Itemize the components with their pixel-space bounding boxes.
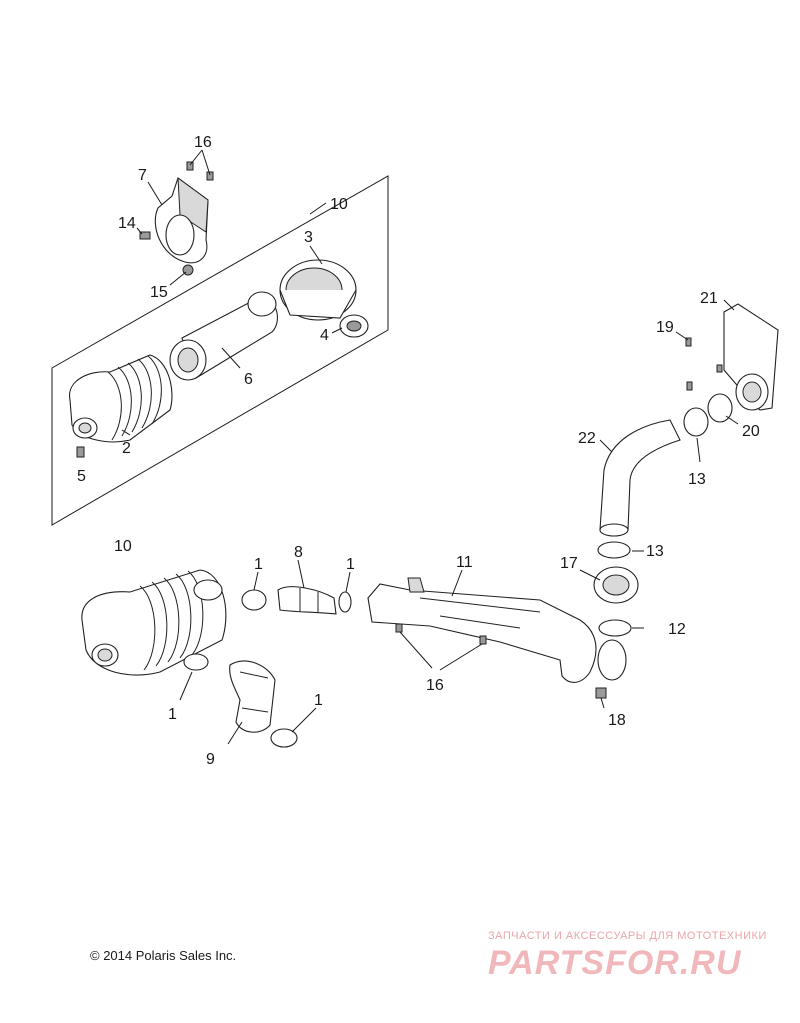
callout-17: 17 xyxy=(560,555,578,572)
part-7-bracket xyxy=(154,176,209,264)
callout-7: 7 xyxy=(138,167,147,184)
callout-3: 3 xyxy=(304,229,313,246)
callout-1-c: 1 xyxy=(168,706,177,723)
part-20-clamp xyxy=(707,393,733,423)
callout-11: 11 xyxy=(456,554,473,571)
callout-9: 9 xyxy=(206,751,215,768)
part-10-airbox-assembly xyxy=(81,569,227,676)
callout-14: 14 xyxy=(118,215,136,232)
callout-5: 5 xyxy=(77,468,86,485)
callout-13-upper: 13 xyxy=(688,471,706,488)
part-1-clamps xyxy=(183,589,352,748)
part-19-screws xyxy=(685,337,723,391)
callout-12: 12 xyxy=(668,621,686,638)
part-13-clamp-upper xyxy=(683,407,709,437)
part-2-airbox-housing xyxy=(69,354,173,443)
part-16-bolts-top xyxy=(186,161,214,181)
part-8-hose xyxy=(277,586,337,615)
callout-1-d: 1 xyxy=(314,692,323,709)
part-21-snorkel-inlet xyxy=(723,303,779,411)
watermark-caption: ЗАПЧАСТИ И АКСЕССУАРЫ ДЛЯ МОТОТЕХНИКИ xyxy=(488,930,767,942)
callout-2: 2 xyxy=(122,440,131,457)
callout-21: 21 xyxy=(700,290,718,307)
part-17-coupler xyxy=(593,566,639,604)
part-22-bent-pipe xyxy=(599,419,681,537)
part-6-filter-element xyxy=(169,291,278,381)
callout-15: 15 xyxy=(150,284,168,301)
part-11-intake-duct xyxy=(367,577,627,683)
callout-16-top: 16 xyxy=(194,134,212,151)
part-3-end-cap xyxy=(279,259,357,321)
part-9-elbow-hose xyxy=(229,660,276,733)
callout-18: 18 xyxy=(608,712,626,729)
callout-4: 4 xyxy=(320,327,329,344)
part-12-clamp xyxy=(598,619,632,637)
callout-16-bottom: 16 xyxy=(426,677,444,694)
callout-1-a: 1 xyxy=(254,556,263,573)
callout-10-bottom: 10 xyxy=(114,538,132,555)
copyright-notice: © 2014 Polaris Sales Inc. xyxy=(90,948,237,963)
callout-20: 20 xyxy=(742,423,760,440)
part-18-drain xyxy=(595,687,607,699)
leader-lines xyxy=(121,149,739,745)
callout-19: 19 xyxy=(656,319,674,336)
kit-outline-10 xyxy=(51,175,389,526)
watermark-logo: PARTSFOR.RU xyxy=(488,944,742,982)
callout-8: 8 xyxy=(294,544,303,561)
callout-10-top: 10 xyxy=(330,196,348,213)
part-16-bolts-bottom xyxy=(395,623,487,645)
callout-labels: 16 7 10 14 3 15 4 6 2 5 10 1 8 1 11 1 9 … xyxy=(77,134,760,768)
callout-13-lower: 13 xyxy=(646,543,664,560)
part-5-fitting xyxy=(76,446,85,458)
callout-6: 6 xyxy=(244,371,253,388)
callout-1-b: 1 xyxy=(346,556,355,573)
callout-22: 22 xyxy=(578,430,596,447)
part-13-clamp-lower xyxy=(597,541,631,559)
part-4-valve xyxy=(339,314,369,338)
part-14-bolt xyxy=(139,231,151,240)
